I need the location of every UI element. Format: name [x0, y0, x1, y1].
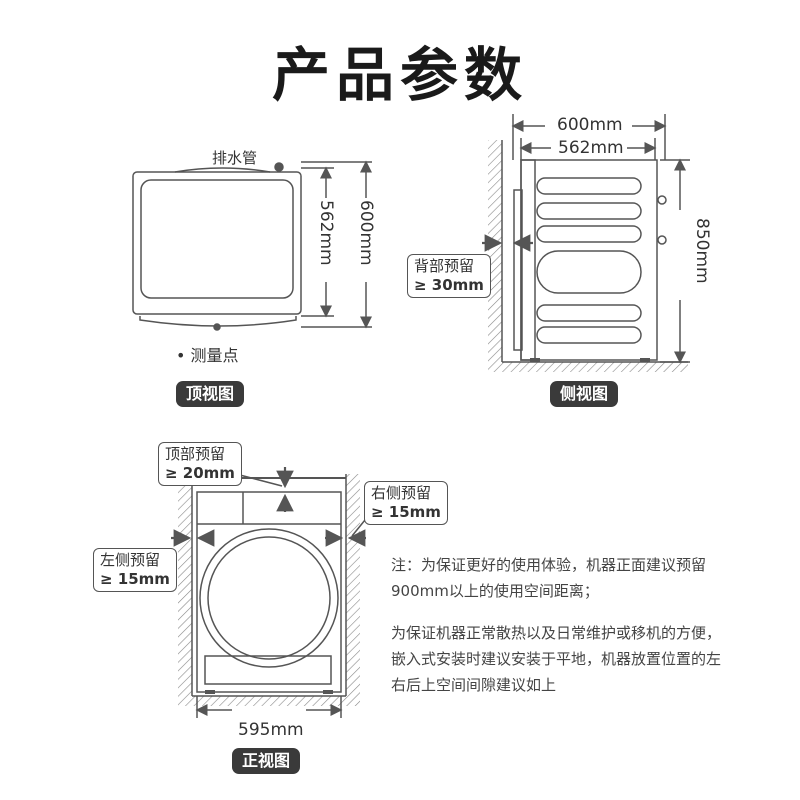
top-clearance-label: 顶部预留 [165, 445, 226, 463]
front-view-width-dimension: 595mm [236, 720, 306, 740]
back-clearance-label: 背部预留 [414, 257, 475, 275]
front-view-badge: 正视图 [232, 748, 301, 774]
left-clearance-value: ≥ 15mm [100, 570, 170, 588]
side-view-height-dimension: 850mm [692, 218, 712, 284]
note-front-space: 注：为保证更好的使用体验，机器正面建议预留900mm以上的使用空间距离； [391, 556, 707, 600]
back-clearance-value: ≥ 30mm [414, 276, 484, 294]
top-view-outer-dimension: 600mm [356, 200, 376, 266]
side-view-badge: 侧视图 [550, 381, 619, 407]
right-clearance-callout: 右侧预留 ≥ 15mm [364, 481, 448, 525]
page-title: 产品参数 [271, 41, 528, 109]
left-clearance-callout: 左侧预留 ≥ 15mm [93, 548, 177, 592]
side-view-outer-dimension: 600mm [555, 115, 625, 135]
measure-point-label: • 测量点 [176, 346, 239, 365]
front-view-drawing [171, 467, 366, 718]
top-clearance-callout: 顶部预留 ≥ 20mm [158, 442, 242, 486]
side-view-drawing [482, 114, 690, 372]
top-view-inner-dimension: 562mm [316, 200, 336, 266]
note-installation: 为保证机器正常散热以及日常维护或移机的方便，嵌入式安装时建议安装于平地，机器放置… [391, 624, 722, 694]
top-view-drawing [132, 160, 372, 331]
top-clearance-value: ≥ 20mm [165, 464, 235, 482]
right-clearance-value: ≥ 15mm [371, 503, 441, 521]
left-clearance-label: 左侧预留 [100, 551, 161, 569]
back-clearance-callout: 背部预留 ≥ 30mm [407, 254, 491, 298]
side-view-inner-dimension: 562mm [556, 138, 626, 158]
top-view-badge: 顶视图 [176, 381, 245, 407]
right-clearance-label: 右侧预留 [371, 484, 432, 502]
drain-pipe-label: 排水管 [212, 149, 258, 167]
